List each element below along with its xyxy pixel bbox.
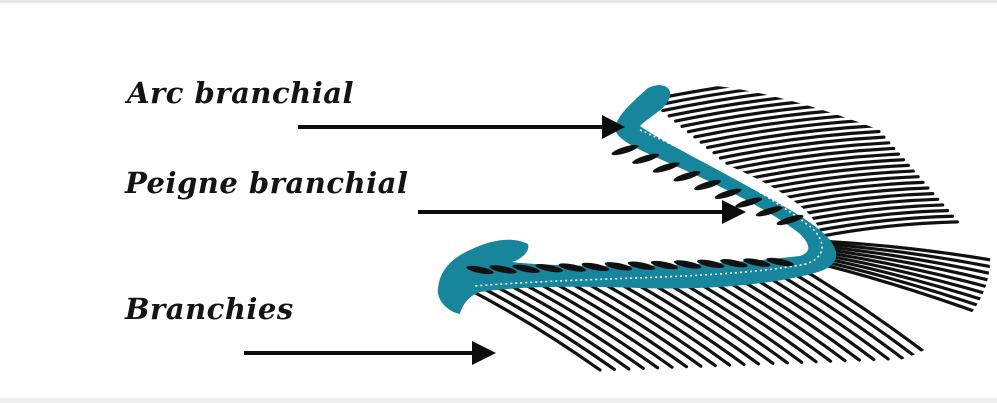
label-arc-branchial: Arc branchial <box>127 76 354 110</box>
gill-filament <box>610 278 744 364</box>
gill-filament <box>470 290 600 370</box>
gill-filament <box>484 289 614 370</box>
gill-filament <box>792 263 932 358</box>
gill-filament <box>778 264 917 358</box>
gill-filament <box>582 281 715 366</box>
gill-filament <box>772 182 923 200</box>
branchial-arc <box>438 85 836 314</box>
gill-raker <box>652 160 681 174</box>
gill-filament <box>568 282 701 366</box>
gill-raker <box>631 152 660 166</box>
arrow-peigne <box>418 200 746 224</box>
gill-filament <box>778 188 928 205</box>
arrow-arc <box>298 115 625 139</box>
gill-filaments <box>470 75 997 370</box>
gill-filament <box>784 194 932 211</box>
label-peigne-branchial: Peigne branchial <box>125 166 408 200</box>
arrow-branchies <box>244 341 496 365</box>
label-branchies: Branchies <box>125 292 294 326</box>
gill-filament <box>596 279 730 365</box>
gill-filament <box>816 222 957 237</box>
gill-raker <box>611 143 640 157</box>
gill-raker <box>673 169 702 183</box>
gill-filament <box>498 288 629 369</box>
